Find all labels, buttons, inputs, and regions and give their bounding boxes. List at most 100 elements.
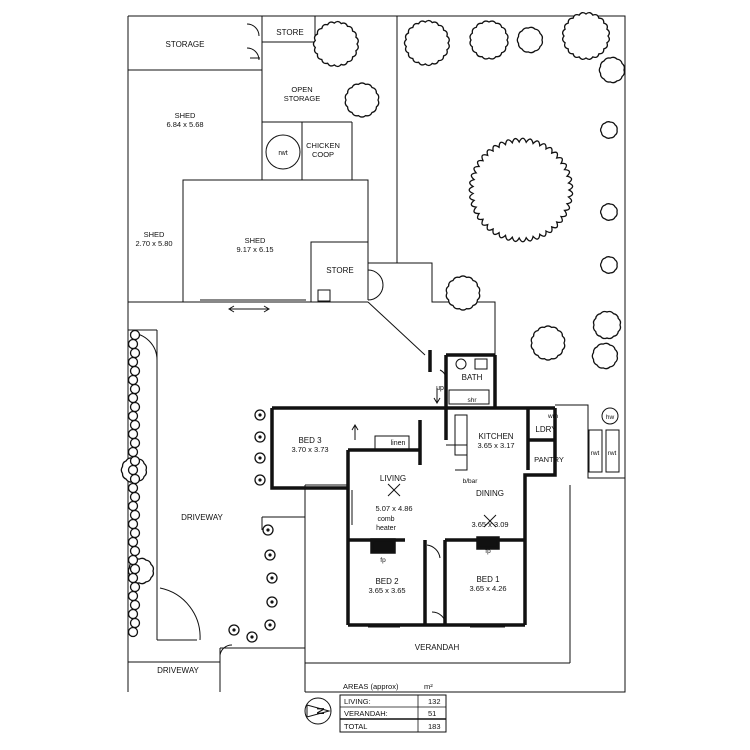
label-shed-b: SHED [144, 230, 165, 239]
tree-icon [312, 20, 359, 68]
label-dining: DINING [476, 489, 504, 498]
label-coop: COOP [312, 150, 334, 159]
areas-title: AREAS (approx) [343, 682, 399, 691]
shrub-center-icon [270, 600, 274, 604]
shrub-center-icon [270, 576, 274, 580]
hedge-icon [127, 500, 139, 512]
label-wm: wm [547, 413, 558, 420]
interior-details [270, 358, 525, 628]
areas-table: AREAS (approx) m² LIVING: 132 VERANDAH: … [339, 682, 447, 733]
shrub-center-icon [268, 623, 272, 627]
label-shed-b-size: 2.70 x 5.80 [135, 239, 172, 248]
hedge-icon [127, 356, 139, 368]
tree-icon [591, 342, 619, 370]
label-pantry: PANTRY [534, 455, 564, 464]
hedge-icon [127, 428, 139, 440]
tree-icon [530, 325, 566, 361]
tree-icon [599, 203, 618, 221]
hedge-icon [129, 473, 141, 485]
tree-icon [403, 19, 450, 67]
hedge-icon [129, 383, 141, 395]
areas-row-label: LIVING: [344, 697, 371, 706]
hedge-icon [127, 374, 139, 386]
shrub-center-icon [258, 478, 262, 482]
hedge-icon [127, 590, 139, 602]
label-rwt-2: rwt [608, 450, 617, 457]
label-driveway-lower: DRIVEWAY [157, 666, 199, 675]
label-living-size: 5.07 x 4.86 [375, 504, 412, 513]
hedge-icon [129, 365, 141, 377]
house-walls [270, 350, 557, 627]
north-compass: N [304, 697, 332, 725]
compass-letter: N [316, 707, 327, 714]
label-bed1-size: 3.65 x 4.26 [469, 584, 506, 593]
hedge-icon [129, 329, 141, 341]
hedge-icon [127, 410, 139, 422]
label-heater: heater [376, 525, 397, 532]
label-chicken: CHICKEN [306, 141, 340, 150]
label-bath: BATH [462, 373, 483, 382]
site-lines [127, 15, 626, 693]
hedge-icon [127, 464, 139, 476]
label-up: up [436, 385, 444, 392]
label-storage: STORAGE [166, 40, 205, 49]
label-open-storage-1: OPEN [291, 85, 312, 94]
tree-icon [598, 56, 626, 84]
room-labels: STORAGE STORE OPEN STORAGE rwt CHICKEN C… [135, 28, 616, 675]
shrub-center-icon [258, 456, 262, 460]
hedge-icon [127, 446, 139, 458]
label-linen: linen [391, 440, 406, 447]
label-driveway-main: DRIVEWAY [181, 513, 223, 522]
label-kitchen-size: 3.65 x 3.17 [477, 441, 514, 450]
label-shed-c-size: 9.17 x 6.15 [236, 245, 273, 254]
label-shr: shr [467, 397, 477, 404]
hedge-icon [129, 455, 141, 467]
areas-row-value: 51 [428, 709, 436, 718]
label-store-top: STORE [276, 28, 303, 37]
hedge-icon [127, 338, 139, 350]
tree-icon [562, 12, 610, 60]
hedge-icon [127, 608, 139, 620]
hedge-icon [129, 347, 141, 359]
label-fp-2: fp [485, 548, 491, 555]
areas-row-value: 132 [428, 697, 441, 706]
hedge-icon [127, 536, 139, 548]
label-shed-a: SHED [175, 111, 196, 120]
tree-icon [592, 310, 622, 340]
hedge-icon [129, 509, 141, 521]
hedge-icon [127, 572, 139, 584]
label-dining-size: 3.65 x 3.09 [471, 520, 508, 529]
trees [120, 12, 626, 643]
label-shed-c: SHED [245, 236, 266, 245]
hedge-icon [127, 392, 139, 404]
tree-icon [516, 26, 544, 54]
tree-icon [445, 275, 481, 311]
hedge-icon [129, 563, 141, 575]
shrub-center-icon [266, 528, 270, 532]
label-rwt-top: rwt [278, 150, 287, 157]
tree-icon [469, 20, 509, 60]
label-ldry: LDRY [535, 425, 557, 434]
label-hw: hw [606, 414, 615, 421]
areas-row-label: VERANDAH: [344, 709, 388, 718]
label-bed3-size: 3.70 x 3.73 [291, 445, 328, 454]
hedge-icon [129, 437, 141, 449]
label-bed3: BED 3 [298, 436, 322, 445]
areas-unit: m² [424, 682, 433, 691]
areas-row-value: 183 [428, 722, 441, 731]
shrub-center-icon [268, 553, 272, 557]
label-comb: comb [377, 516, 394, 523]
label-living: LIVING [380, 474, 406, 483]
label-bed1: BED 1 [476, 575, 500, 584]
hedge-icon [127, 518, 139, 530]
label-store-mid: STORE [326, 266, 353, 275]
hedge-icon [129, 617, 141, 629]
label-verandah: VERANDAH [415, 643, 460, 652]
hedge-icon [129, 401, 141, 413]
hedge-icon [129, 527, 141, 539]
label-bed2: BED 2 [375, 577, 399, 586]
hedge-icon [127, 626, 139, 638]
shrub-center-icon [232, 628, 236, 632]
tree-icon [599, 256, 618, 274]
